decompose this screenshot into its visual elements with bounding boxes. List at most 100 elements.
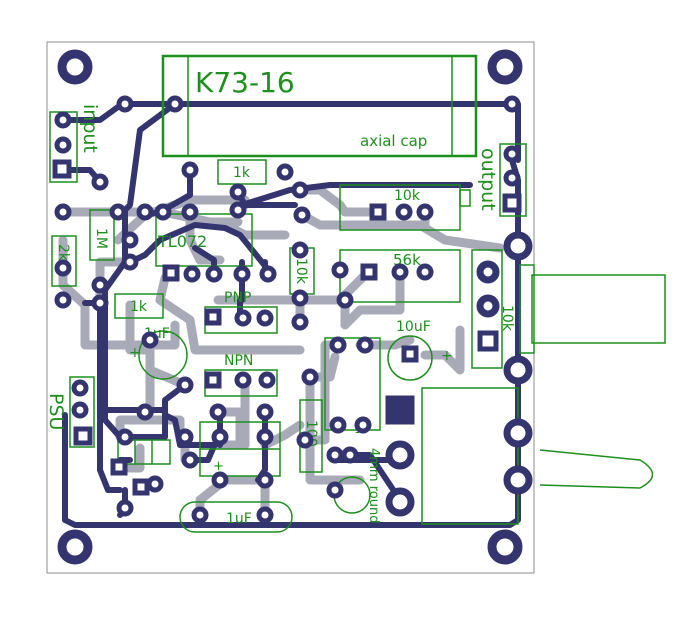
large-pads [385, 231, 533, 517]
pot-pad-2 [503, 355, 533, 385]
k73-cap-outline [161, 54, 478, 158]
pad [229, 183, 247, 201]
round-pads [54, 95, 521, 524]
pad [176, 376, 194, 394]
pot-neck [519, 264, 535, 354]
pad [256, 403, 274, 421]
diode-label: 4mm round [366, 448, 381, 523]
pad [354, 416, 372, 434]
pad [209, 403, 227, 421]
silkscreen [49, 54, 666, 533]
pad [136, 403, 154, 421]
pad [331, 261, 349, 279]
cap-1f-label: 1uF [226, 511, 252, 527]
tantalum-plus: + [213, 459, 224, 474]
pad [356, 336, 374, 354]
pad [205, 265, 223, 283]
psu-header-outline [69, 376, 95, 448]
cap-10uf-label: 10uF [396, 319, 431, 335]
pad [181, 161, 199, 179]
mounting-holes [57, 49, 523, 565]
pad [211, 471, 229, 489]
pad [291, 313, 309, 331]
pad [71, 401, 89, 419]
pad [116, 499, 134, 517]
pad [233, 265, 251, 283]
opamp-label: TL072 [157, 232, 207, 251]
pad [329, 336, 347, 354]
output-label: output [477, 148, 499, 211]
trimmer-pad-1 [476, 260, 500, 284]
pad [71, 379, 89, 397]
board-outline [46, 41, 535, 574]
r-1k-top-outline [217, 159, 267, 185]
pad [291, 241, 309, 259]
pad [256, 309, 274, 327]
mounting-hole-bl [57, 529, 93, 565]
pad [146, 475, 164, 493]
pad [154, 203, 172, 221]
cap-100-body [324, 337, 381, 431]
pad [503, 95, 521, 113]
pad [395, 203, 413, 221]
output-header-outline [499, 143, 527, 217]
pad [256, 428, 274, 446]
pad [301, 368, 319, 386]
r-1m-outline [89, 209, 115, 261]
switch-outline [421, 387, 519, 525]
pad [341, 446, 359, 464]
trimmer-pad-2 [476, 294, 500, 318]
pad [276, 163, 294, 181]
pad [234, 371, 252, 389]
pad [54, 111, 72, 129]
cap-1uf-film-outline [179, 501, 293, 533]
switch-pad-1 [503, 418, 533, 448]
diode-pad-2 [385, 487, 415, 517]
pad [503, 145, 521, 163]
pad [391, 263, 409, 281]
pad [234, 309, 252, 327]
pad [121, 231, 139, 249]
pad [229, 201, 247, 219]
pad [259, 265, 277, 283]
cap-10uf-outline [387, 335, 433, 381]
cap-1uf-outline [138, 330, 188, 380]
r-10k-mid-label: 10k [293, 258, 309, 285]
diode-pad-1 [385, 440, 415, 470]
pad [91, 173, 109, 191]
r-10k-pot-outline [471, 249, 503, 369]
cap-100-minus: - [355, 425, 360, 440]
pad [181, 451, 199, 469]
r-1k-left-label: 1k [130, 299, 148, 315]
square-pads [52, 159, 522, 496]
small-cap-outline [117, 439, 171, 465]
pad [416, 263, 434, 281]
k73-label: K73-16 [195, 66, 295, 99]
pad [116, 95, 134, 113]
pad [54, 259, 72, 277]
pad [54, 203, 72, 221]
input-label: input [79, 104, 101, 153]
switch-pad-2 [503, 465, 533, 495]
pad [326, 446, 344, 464]
pad [109, 203, 127, 221]
pad [116, 428, 134, 446]
pad [258, 371, 276, 389]
r-10k-pot-label: 10k [499, 305, 515, 332]
pad [329, 416, 347, 434]
pot-pad-1 [503, 231, 533, 261]
pot-body [531, 274, 666, 344]
pad [256, 471, 274, 489]
pad [296, 431, 314, 449]
psu-label: PSU [45, 393, 67, 430]
axial-cap-label: axial cap [360, 132, 427, 150]
pad [54, 136, 72, 154]
pad [91, 276, 109, 294]
pad [336, 291, 354, 309]
r-1m-label: 1M [93, 228, 109, 249]
pad [181, 203, 199, 221]
pad [136, 203, 154, 221]
mounting-hole-br [487, 529, 523, 565]
r-10k-top-label: 10k [394, 188, 421, 204]
